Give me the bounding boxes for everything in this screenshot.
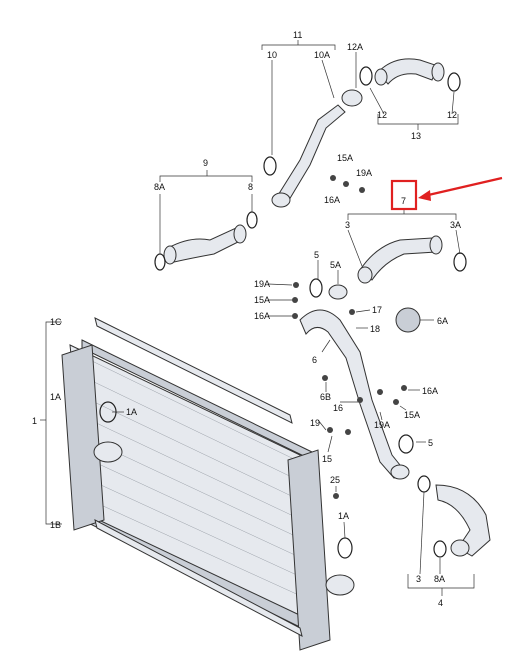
central-pipe-6 <box>299 278 414 480</box>
label-9: 9 <box>203 158 208 168</box>
label-3: 3 <box>345 220 350 230</box>
label-15A-mid: 15A <box>254 295 270 305</box>
intercooler-core <box>61 339 355 651</box>
label-1C: 1C <box>50 317 62 327</box>
label-12-right: 12 <box>447 110 457 120</box>
label-13: 13 <box>411 131 421 141</box>
label-5A: 5A <box>330 260 341 270</box>
label-15A-top: 15A <box>337 153 353 163</box>
label-6A: 6A <box>437 316 448 326</box>
lower-shroud-strip <box>94 519 303 637</box>
upper-shroud-strip <box>94 317 293 424</box>
label-18: 18 <box>370 324 380 334</box>
label-7: 7 <box>401 196 406 206</box>
o-ring-1A-bottom <box>337 537 353 559</box>
label-5: 5 <box>314 250 319 260</box>
fasteners <box>292 175 407 499</box>
label-10A: 10A <box>314 50 330 60</box>
hose-9 <box>154 211 258 271</box>
label-15A-low: 15A <box>404 410 420 420</box>
label-16A-top: 16A <box>324 195 340 205</box>
cap-6A <box>395 307 421 333</box>
label-17: 17 <box>372 305 382 315</box>
label-12A: 12A <box>347 42 363 52</box>
label-1A-ring: 1A <box>126 407 137 417</box>
label-1A-left: 1A <box>50 392 61 402</box>
label-25: 25 <box>330 475 340 485</box>
label-15: 15 <box>322 454 332 464</box>
part-labels: 11 10 10A 12A 12 12 13 9 8A 8 15A 19A 16… <box>32 30 461 608</box>
label-19A-top: 19A <box>356 168 372 178</box>
highlight-box <box>390 179 418 211</box>
label-16A-low: 16A <box>422 386 438 396</box>
label-8A: 8A <box>154 182 165 192</box>
label-16A-mid: 16A <box>254 311 270 321</box>
label-5-low: 5 <box>428 438 433 448</box>
label-1B: 1B <box>50 520 61 530</box>
upper-pipe-assembly <box>263 89 363 208</box>
label-11: 11 <box>293 30 302 40</box>
label-4: 4 <box>438 598 443 608</box>
lower-hose-4 <box>417 475 491 558</box>
label-19A-low: 19A <box>374 420 390 430</box>
label-3A: 3A <box>450 220 461 230</box>
highlight-arrow <box>418 176 503 201</box>
upper-right-hose <box>359 58 461 92</box>
label-19A-mid: 19A <box>254 279 270 289</box>
label-10: 10 <box>267 50 277 60</box>
label-8A-bottom: 8A <box>434 574 445 584</box>
label-1A-bottom: 1A <box>338 511 349 521</box>
label-12-left: 12 <box>377 110 387 120</box>
label-1: 1 <box>32 416 37 426</box>
label-8: 8 <box>248 182 253 192</box>
label-16: 16 <box>333 403 343 413</box>
label-3-bottom: 3 <box>416 574 421 584</box>
leader-lines <box>40 40 475 596</box>
hose-7 <box>357 235 467 284</box>
label-19: 19 <box>310 418 320 428</box>
label-6B: 6B <box>320 392 331 402</box>
label-6: 6 <box>312 355 317 365</box>
